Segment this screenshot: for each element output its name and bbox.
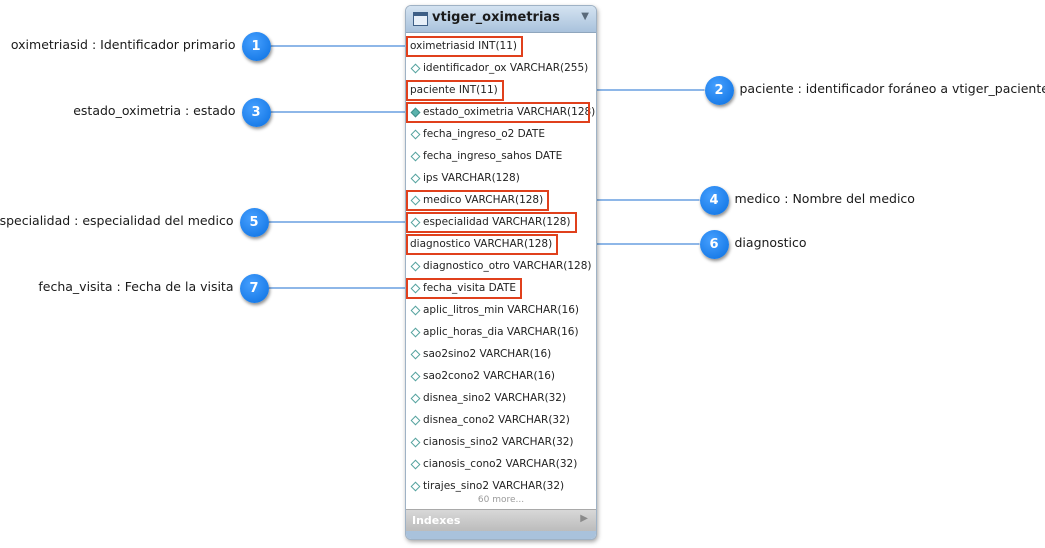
callout-label-1: oximetriasid : Identificador primario: [10, 37, 236, 52]
column-text: sao2sino2 VARCHAR(16): [423, 348, 552, 360]
indexes-label: Indexes: [412, 514, 461, 527]
column-row[interactable]: estado_oximetria VARCHAR(128): [406, 102, 596, 124]
column-row[interactable]: medico VARCHAR(128): [406, 190, 596, 212]
callout-marker-5[interactable]: 5: [239, 207, 269, 237]
column-diamond-icon: [410, 261, 421, 272]
column-row[interactable]: sao2sino2 VARCHAR(16): [406, 344, 596, 366]
column-row[interactable]: disnea_sino2 VARCHAR(32): [406, 388, 596, 410]
column-text: tirajes_sino2 VARCHAR(32): [423, 480, 565, 492]
column-text: aplic_horas_dia VARCHAR(16): [423, 326, 579, 338]
column-row[interactable]: fecha_ingreso_o2 DATE: [406, 124, 596, 146]
column-highlight-box: [406, 234, 558, 255]
column-row[interactable]: identificador_ox VARCHAR(255): [406, 58, 596, 80]
expand-arrow-icon[interactable]: ▶: [580, 513, 588, 524]
column-highlight-box: [406, 102, 590, 123]
column-text: estado_oximetria VARCHAR(128): [423, 106, 596, 118]
column-diamond-icon: [410, 371, 421, 382]
callout-marker-6[interactable]: 6: [699, 229, 729, 259]
callout-label-2: paciente : identificador foráneo a vtige…: [739, 81, 1045, 96]
column-text: fecha_ingreso_o2 DATE: [423, 128, 545, 140]
column-highlight-box: [406, 190, 549, 211]
table-card-vtiger-oximetrias[interactable]: vtiger_oximetrias ▼ oximetriasid INT(11)…: [405, 5, 597, 540]
column-diamond-icon: [410, 129, 421, 140]
callout-label-5: especialidad : especialidad del medico: [0, 213, 234, 228]
callout-label-3: estado_oximetria : estado: [73, 103, 236, 118]
column-diamond-icon: [410, 393, 421, 404]
column-diamond-icon: [410, 63, 421, 74]
column-diamond-icon: [410, 327, 421, 338]
callout-label-7: fecha_visita : Fecha de la visita: [38, 279, 234, 294]
column-text: sao2cono2 VARCHAR(16): [423, 370, 556, 382]
column-text: paciente INT(11): [410, 84, 498, 96]
column-text: oximetriasid INT(11): [410, 40, 518, 52]
column-diamond-icon: [410, 459, 421, 470]
column-row[interactable]: aplic_horas_dia VARCHAR(16): [406, 322, 596, 344]
column-row[interactable]: fecha_visita DATE: [406, 278, 596, 300]
column-highlight-box: [406, 80, 504, 101]
column-row[interactable]: fecha_ingreso_sahos DATE: [406, 146, 596, 168]
more-columns-text[interactable]: 60 more...: [477, 495, 525, 505]
column-diamond-icon: [410, 437, 421, 448]
table-header[interactable]: vtiger_oximetrias ▼: [406, 6, 596, 33]
column-text: aplic_litros_min VARCHAR(16): [423, 304, 580, 316]
column-text: identificador_ox VARCHAR(255): [423, 62, 589, 74]
column-text: especialidad VARCHAR(128): [423, 216, 571, 228]
column-row[interactable]: oximetriasid INT(11): [406, 36, 596, 58]
column-text: diagnostico VARCHAR(128): [410, 238, 553, 250]
column-row[interactable]: cianosis_cono2 VARCHAR(32): [406, 454, 596, 476]
column-row[interactable]: disnea_cono2 VARCHAR(32): [406, 410, 596, 432]
column-text: fecha_visita DATE: [423, 282, 516, 294]
column-text: disnea_cono2 VARCHAR(32): [423, 414, 570, 426]
table-title: vtiger_oximetrias: [432, 10, 560, 25]
callout-marker-1[interactable]: 1: [241, 31, 271, 61]
collapse-arrow-icon[interactable]: ▼: [581, 11, 589, 22]
table-icon: [413, 12, 428, 26]
column-row[interactable]: sao2cono2 VARCHAR(16): [406, 366, 596, 388]
callout-label-6: diagnostico: [734, 235, 807, 250]
column-row[interactable]: tirajes_sino2 VARCHAR(32): [406, 476, 596, 498]
column-row[interactable]: aplic_litros_min VARCHAR(16): [406, 300, 596, 322]
column-diamond-icon: [410, 305, 421, 316]
callout-marker-3[interactable]: 3: [241, 97, 271, 127]
column-text: medico VARCHAR(128): [423, 194, 544, 206]
column-diamond-icon: [410, 173, 421, 184]
column-text: disnea_sino2 VARCHAR(32): [423, 392, 567, 404]
column-diamond-icon: [410, 151, 421, 162]
column-row[interactable]: diagnostico VARCHAR(128): [406, 234, 596, 256]
column-row[interactable]: ips VARCHAR(128): [406, 168, 596, 190]
column-row[interactable]: especialidad VARCHAR(128): [406, 212, 596, 234]
column-row[interactable]: cianosis_sino2 VARCHAR(32): [406, 432, 596, 454]
column-diamond-icon: [410, 415, 421, 426]
callout-marker-2[interactable]: 2: [704, 75, 734, 105]
indexes-section[interactable]: Indexes ▶: [406, 509, 596, 531]
column-text: cianosis_sino2 VARCHAR(32): [423, 436, 574, 448]
callout-marker-7[interactable]: 7: [239, 273, 269, 303]
column-diamond-icon: [410, 349, 421, 360]
column-highlight-box: [406, 278, 522, 299]
callout-label-4: medico : Nombre del medico: [734, 191, 915, 206]
column-row[interactable]: diagnostico_otro VARCHAR(128): [406, 256, 596, 278]
column-text: cianosis_cono2 VARCHAR(32): [423, 458, 578, 470]
column-highlight-box: [406, 212, 577, 233]
column-text: ips VARCHAR(128): [423, 172, 520, 184]
column-highlight-box: [406, 36, 523, 57]
column-text: fecha_ingreso_sahos DATE: [423, 150, 563, 162]
table-footer: [406, 531, 596, 539]
callout-marker-4[interactable]: 4: [699, 185, 729, 215]
column-text: diagnostico_otro VARCHAR(128): [423, 260, 592, 272]
column-diamond-icon: [410, 481, 421, 492]
column-row[interactable]: paciente INT(11): [406, 80, 596, 102]
